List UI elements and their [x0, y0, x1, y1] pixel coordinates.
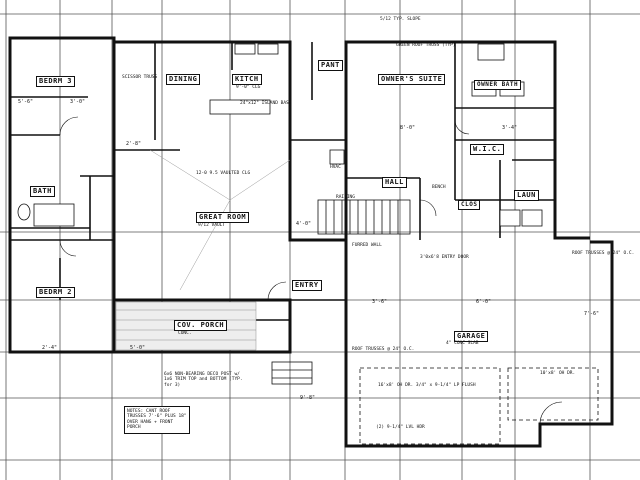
note-garage-trusses: ROOF TRUSSES @ 24" O.C.: [352, 347, 415, 352]
room-label-closet: CLOS: [458, 200, 481, 210]
dimension-label: 3'-0": [70, 99, 86, 105]
room-label-owners-bath: OWNER BATH: [474, 80, 522, 90]
note-garage-slab: 4" CONC SLAB: [446, 341, 479, 346]
room-label-pantry: PANT: [318, 60, 343, 71]
kitchen-island: [209, 99, 271, 115]
room-label-hall: HALL: [382, 177, 407, 188]
room-label-covered-porch: COV. PORCH: [174, 320, 228, 331]
stairs: [317, 199, 411, 235]
note-bench: BENCH: [432, 185, 446, 190]
notes-box: NOTES: CANT ROOF TRUSSES 7'-6" PLUS 18" …: [124, 406, 190, 434]
note-great-room-ceiling: 12-0 9.5 VAULTED CLG: [196, 171, 251, 176]
dimension-label: 5'-6": [18, 99, 34, 105]
dimension-label: 6'-0": [476, 299, 492, 305]
room-label-owners-suite: OWNER'S SUITE: [378, 74, 446, 85]
dryer: [521, 209, 543, 227]
exterior-walls: [8, 36, 614, 448]
dimension-label: 8'-0": [400, 125, 416, 131]
owner-tub: [477, 43, 505, 61]
toilet: [17, 203, 31, 221]
porch-steps: [271, 361, 313, 385]
dimension-label: 5'-0": [130, 345, 146, 351]
washer: [499, 209, 521, 227]
note-entry-door: 3'0x6'8 ENTRY DOOR: [420, 255, 469, 260]
room-label-laundry: LAUN: [514, 190, 539, 201]
dimension-label: 3'-4": [502, 125, 518, 131]
room-label-kitchen: KITCH: [232, 74, 262, 85]
note-furred-wall: FURRED WALL: [352, 243, 382, 248]
room-label-bedroom-2: BEDRM 2: [36, 287, 76, 298]
dimension-label: 9'-8": [300, 395, 316, 401]
note-railing: RAILING: [336, 195, 355, 200]
room-label-entry: ENTRY: [292, 280, 322, 291]
note-mech: HVAC: [330, 165, 341, 170]
fixtures: [17, 43, 543, 227]
garage-doors: [359, 367, 599, 445]
note-green-roof: GREEN ROOF TRUSS (TYP): [396, 43, 456, 48]
note-roof-truss-right: ROOF TRUSSES @ 24" O.C.: [572, 251, 635, 256]
note-great-room-vault: 9/12 VAULT: [198, 223, 226, 228]
dimension-label: 7'-6": [584, 311, 600, 317]
note-garage-door-2: 10'x8' OH DR.: [540, 371, 576, 376]
room-label-dining: DINING: [166, 74, 201, 85]
note-roof-slope: 5/12 TYP. SLOPE: [380, 17, 421, 22]
door-swings: [59, 116, 563, 425]
room-label-garage: GARAGE: [454, 331, 489, 342]
room-label-great-room: GREAT ROOM: [196, 212, 250, 223]
note-porch-conc: CONC.: [178, 331, 192, 336]
note-porch-post: 6x6 NON-BEARING DECO POST w/ 1x6 TRIM TO…: [164, 372, 243, 388]
room-label-wic: W.I.C.: [470, 144, 505, 155]
mech-unit: [329, 149, 345, 165]
note-island: 24"x12" ISLAND BASE: [240, 101, 292, 106]
note-garage-header: (2) 9-1/4" LVL HDR: [376, 425, 425, 430]
dimension-label: 2'-8": [126, 141, 142, 147]
note-kitchen-ceiling: 9'-0" CLG: [236, 85, 261, 90]
dimension-label: 4'-0": [296, 221, 312, 227]
room-label-bedroom-3: BEDRM 3: [36, 76, 76, 87]
note-scissor-truss: SCISSOR TRUSS: [122, 75, 158, 80]
tub: [33, 203, 75, 227]
dimension-label: 3'-6": [372, 299, 388, 305]
note-garage-door-1: 16'x8' OH DR. 3/4" x 9-1/4" LP FLUSH: [378, 383, 476, 388]
room-label-bath: BATH: [30, 186, 55, 197]
dimension-label: 2'-4": [42, 345, 58, 351]
